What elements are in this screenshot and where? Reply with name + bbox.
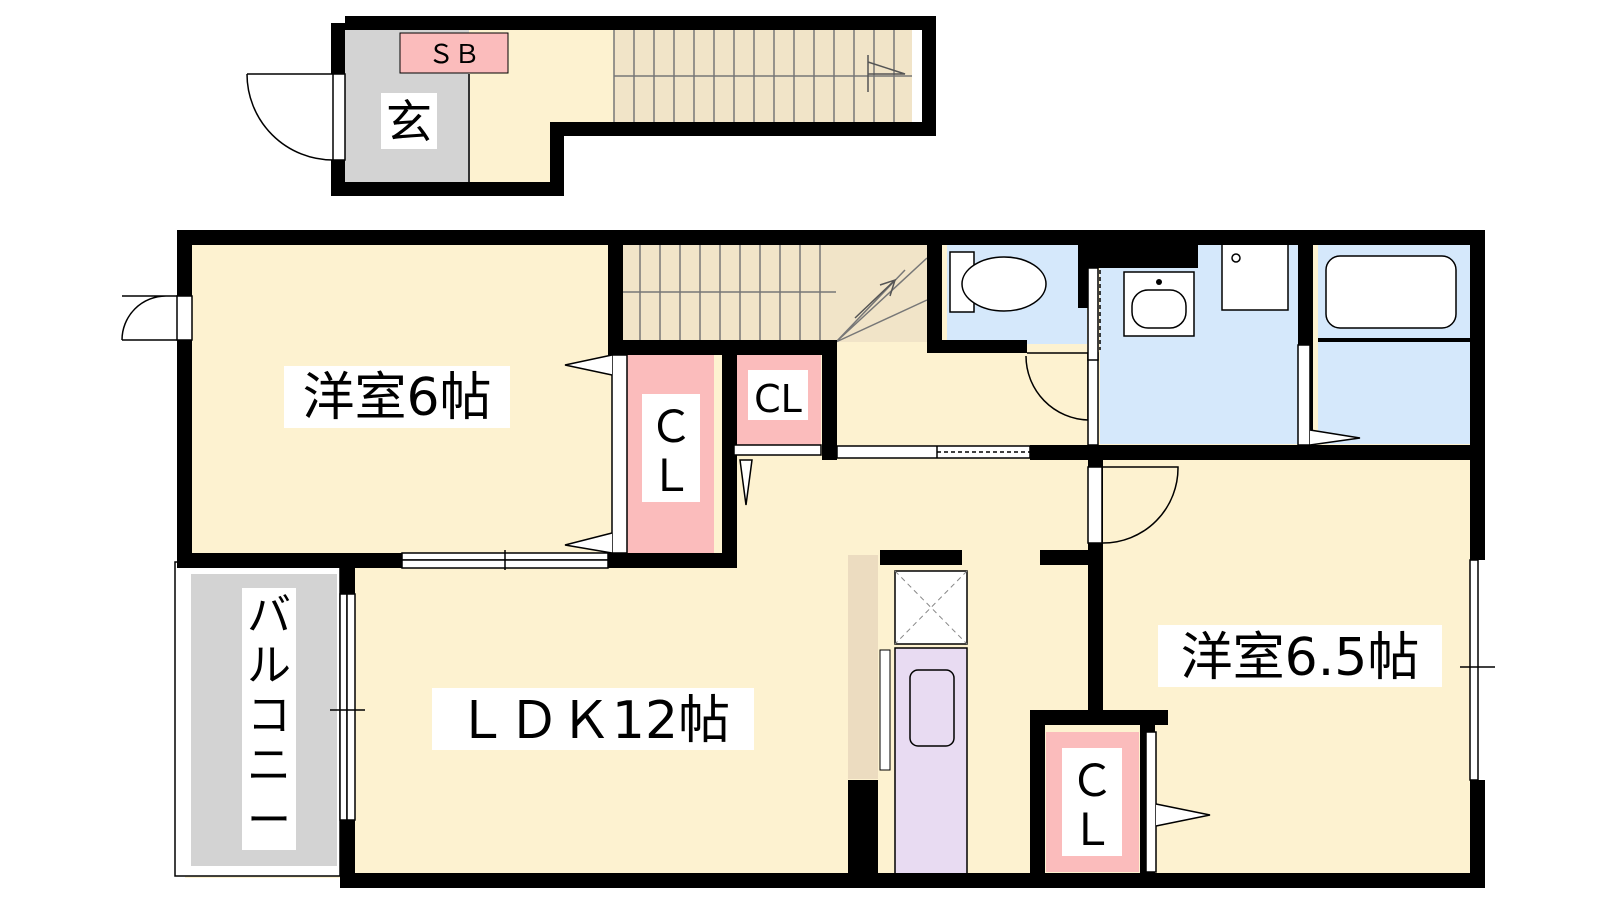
main-stairs (619, 244, 928, 343)
room1-door[interactable] (121, 295, 193, 341)
hall-sliding-door[interactable] (836, 445, 1031, 459)
kitchen-counter (848, 555, 878, 779)
main-floor: 洋室6帖 Ｃ Ｌ CL ＬＤＫ12帖 洋室6.5帖 Ｃ Ｌ バ ル コ ニ ー (121, 230, 1495, 888)
closet-small-door[interactable] (733, 444, 822, 506)
bathtub-icon (1318, 255, 1470, 342)
stair-arrow-icon-2 (854, 278, 897, 319)
entrance-module: ＳＢ 玄 (246, 16, 936, 196)
sb-label: ＳＢ (428, 40, 480, 70)
entrance-door[interactable] (246, 73, 346, 161)
room1-sliding-door[interactable] (401, 550, 609, 570)
western-room-1-label: 洋室6帖 (302, 368, 491, 428)
shoe-box: ＳＢ (399, 32, 509, 74)
washing-machine-icon (1221, 243, 1289, 311)
kitchen-sink-counter (894, 647, 968, 875)
closet-1-label-l: Ｌ (649, 451, 693, 502)
genkan-label: 玄 (386, 95, 432, 149)
balcony-label-5: ー (247, 795, 291, 846)
balcony-label-4: ニ (247, 740, 291, 791)
washroom-door[interactable] (1087, 267, 1101, 361)
kitchen (848, 555, 968, 875)
fridge-space (894, 570, 968, 645)
toilet-icon (949, 251, 1047, 313)
closet-small-label: CL (754, 377, 802, 421)
room2-window[interactable] (1460, 559, 1495, 781)
western-room-2-label: 洋室6.5帖 (1181, 628, 1420, 688)
closet2-door[interactable] (1145, 731, 1211, 873)
labels: 洋室6帖 Ｃ Ｌ CL ＬＤＫ12帖 洋室6.5帖 Ｃ Ｌ バ ル コ ニ ー (242, 366, 1442, 856)
entrance-walls (331, 16, 936, 196)
balcony-label-2: ル (247, 640, 291, 691)
room2-door[interactable] (1087, 466, 1179, 544)
washbasin-icon (1123, 271, 1195, 337)
bathroom-door[interactable] (1297, 344, 1361, 446)
closet-1-label-c: Ｃ (649, 402, 693, 453)
closet-2-label-l: Ｌ (1070, 805, 1114, 856)
closet1-doors[interactable] (564, 354, 628, 554)
balcony-label-3: コ (247, 690, 291, 741)
closet-2-label-c: Ｃ (1070, 756, 1114, 807)
ldk-balcony-window[interactable] (330, 593, 365, 821)
balcony-label-1: バ (247, 590, 291, 641)
upper-stairs (613, 30, 912, 122)
ldk-label: ＬＤＫ12帖 (456, 691, 730, 751)
stair-arrow-icon (867, 55, 906, 92)
kitchen-sink-icon (909, 669, 955, 747)
